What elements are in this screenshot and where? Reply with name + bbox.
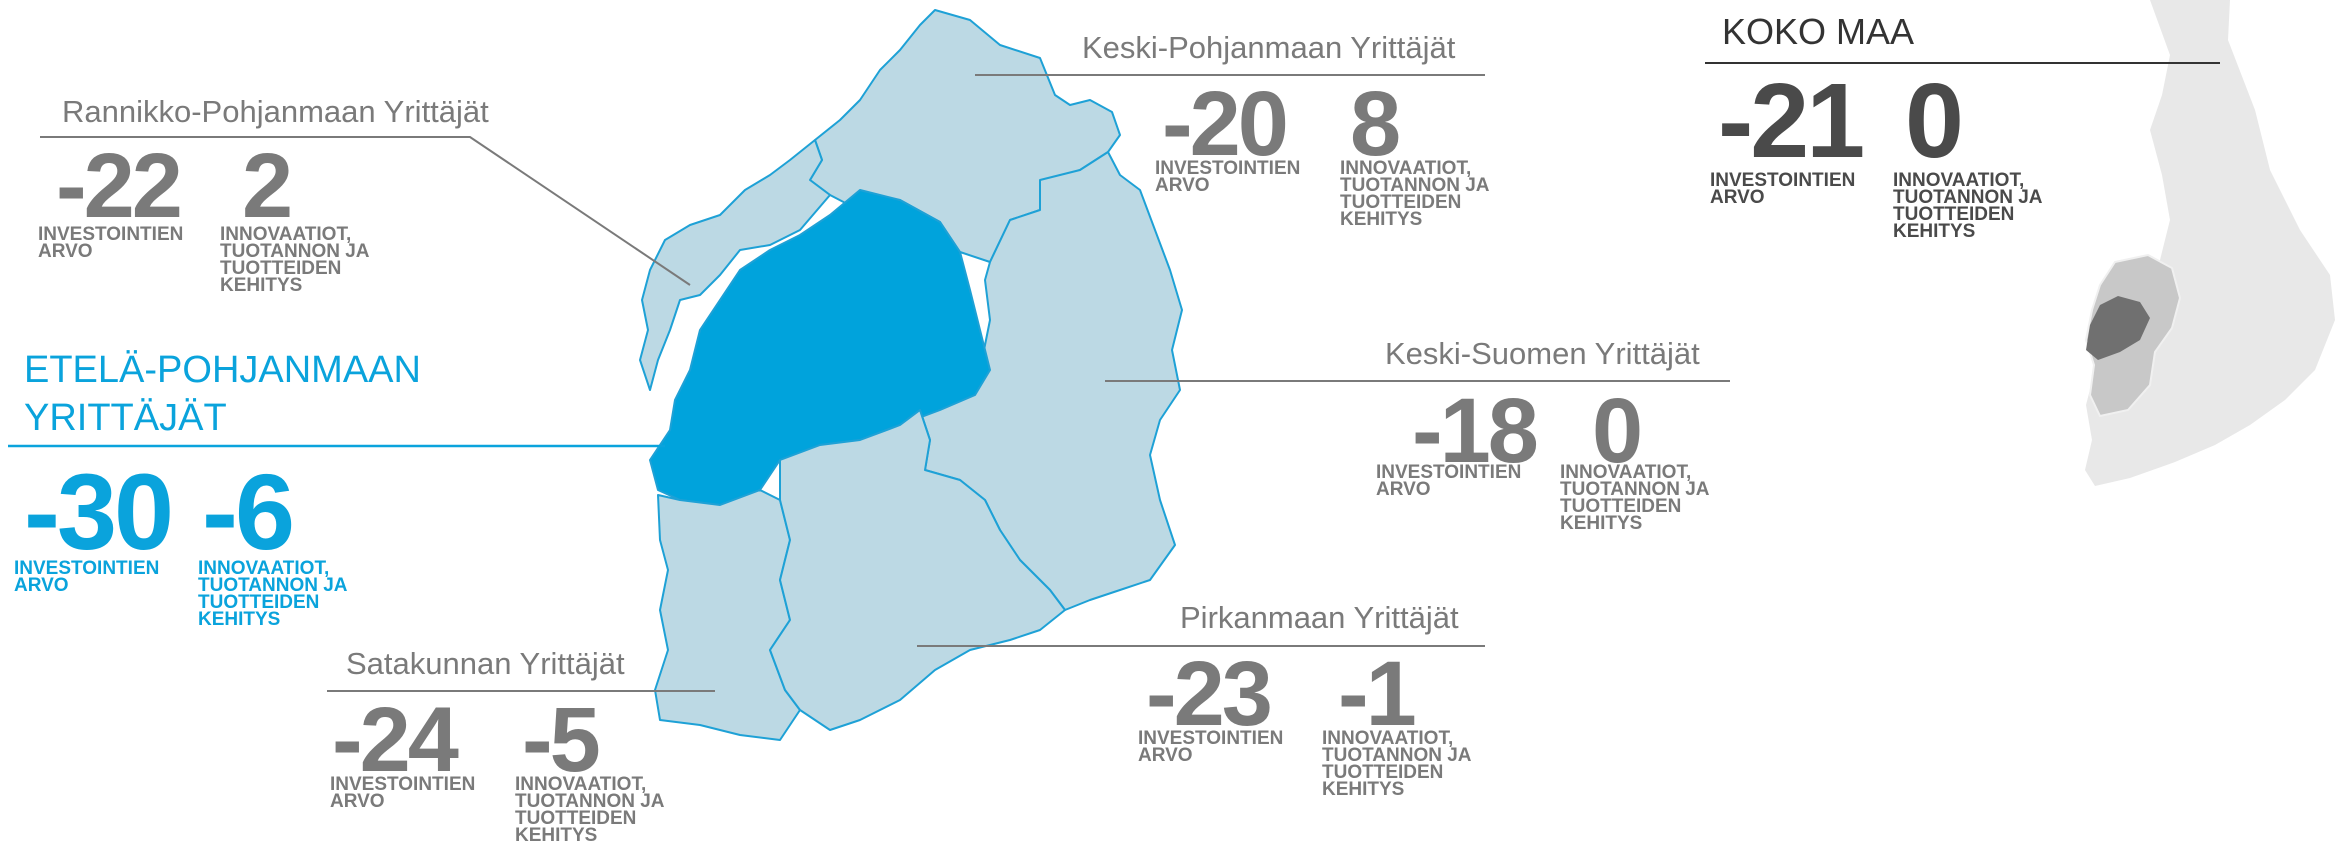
innovation-value: -5: [522, 689, 601, 791]
region-satakunta: [654, 489, 801, 741]
investment-label: INVESTOINTIEN ARVO: [1710, 170, 1856, 208]
investment-value: -20: [1162, 73, 1289, 175]
investment-value: -30: [24, 451, 174, 572]
investment-label: INVESTOINTIEN ARVO: [14, 558, 160, 596]
investment-label: INVESTOINTIEN ARVO: [330, 774, 476, 812]
finland-overview-map: [2084, 0, 2335, 486]
finland-etela-pohjanmaa: [2086, 296, 2150, 360]
leader-lines: [40, 62, 2220, 692]
region-name: ETELÄ-POHJANMAAN YRITTÄJÄT: [24, 349, 421, 439]
innovation-label: INNOVAATIOT, TUOTANNON JA TUOTTEIDEN KEH…: [1340, 158, 1489, 230]
region-keski-suomi: [919, 151, 1183, 611]
region-name: Pirkanmaan Yrittäjät: [1180, 600, 1459, 635]
region-name: Keski-Pohjanmaan Yrittäjät: [1082, 30, 1456, 65]
investment-label: INVESTOINTIEN ARVO: [1376, 462, 1522, 500]
investment-value: -21: [1718, 62, 1865, 180]
innovation-label: INNOVAATIOT, TUOTANNON JA TUOTTEIDEN KEH…: [1893, 170, 2042, 242]
investment-label: INVESTOINTIEN ARVO: [1155, 158, 1301, 196]
investment-label: INVESTOINTIEN ARVO: [38, 224, 184, 262]
investment-value: -24: [332, 689, 459, 791]
innovation-label: INNOVAATIOT, TUOTANNON JA TUOTTEIDEN KEH…: [1560, 462, 1709, 534]
innovation-label: INNOVAATIOT, TUOTANNON JA TUOTTEIDEN KEH…: [1322, 728, 1471, 800]
innovation-value: -6: [202, 451, 295, 572]
innovation-value: 8: [1350, 73, 1401, 175]
investment-value: -22: [56, 135, 183, 237]
innovation-value: 2: [242, 135, 293, 237]
region-rannikko-pohjanmaa: [639, 139, 831, 391]
innovation-label: INNOVAATIOT, TUOTANNON JA TUOTTEIDEN KEH…: [515, 774, 664, 846]
innovation-value: -1: [1338, 643, 1417, 745]
innovation-label: INNOVAATIOT, TUOTANNON JA TUOTTEIDEN KEH…: [220, 224, 369, 296]
investment-value: -23: [1146, 643, 1273, 745]
finland-silhouette: [2085, 0, 2335, 486]
region-name: Rannikko-Pohjanmaan Yrittäjät: [62, 94, 489, 129]
region-name: Satakunnan Yrittäjät: [346, 646, 625, 681]
innovation-label: INNOVAATIOT, TUOTANNON JA TUOTTEIDEN KEH…: [198, 558, 347, 630]
investment-value: -18: [1412, 380, 1539, 482]
region-pirkanmaa: [769, 409, 1066, 731]
investment-label: INVESTOINTIEN ARVO: [1138, 728, 1284, 766]
region-name: Keski-Suomen Yrittäjät: [1385, 336, 1700, 371]
innovation-value: 0: [1592, 380, 1643, 482]
leader-line-rannikko: [40, 136, 691, 286]
innovation-value: 0: [1905, 62, 1964, 180]
region-name: KOKO MAA: [1722, 11, 1915, 52]
regional-map: [639, 9, 1183, 741]
